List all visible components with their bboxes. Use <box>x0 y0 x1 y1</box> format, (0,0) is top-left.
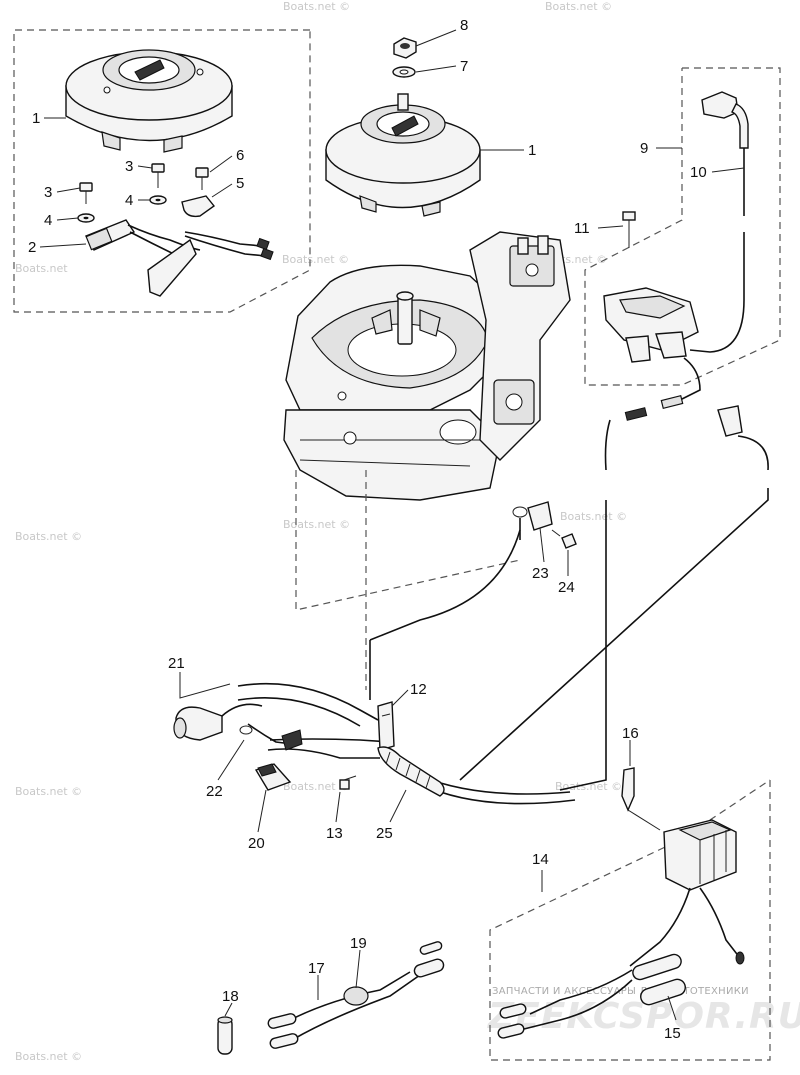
bolt-part-6 <box>195 167 209 190</box>
callout-4: 4 <box>44 212 52 229</box>
wiring-harness <box>237 405 769 805</box>
nut-part-8 <box>393 37 417 59</box>
flywheel-part-1-left <box>65 49 233 153</box>
watermark-brand: Boats.net © <box>283 780 350 793</box>
callout-7: 7 <box>460 58 468 75</box>
callout-3: 3 <box>125 158 133 175</box>
sleeve-part-18 <box>217 1016 233 1055</box>
leader-lines <box>39 29 745 1021</box>
ground-terminal-part-23 <box>512 501 553 540</box>
regulator-part-14 <box>629 819 745 967</box>
callout-8: 8 <box>460 17 468 34</box>
callout-labels: 1 1 2 3 3 4 4 5 6 7 8 9 10 11 12 13 14 1… <box>28 17 707 1042</box>
screw-part-3-right <box>151 163 165 188</box>
callout-1: 1 <box>528 142 536 159</box>
watermark-brand: Boats.net © <box>555 780 622 793</box>
stator-coil-part-2 <box>84 219 274 297</box>
watermark-brand: Boats.net © <box>283 518 350 531</box>
clamp-part-12 <box>377 701 395 751</box>
callout-17: 17 <box>308 960 325 977</box>
watermark-brand: Boats.net © <box>15 1050 82 1063</box>
callout-23: 23 <box>532 565 549 582</box>
callout-20: 20 <box>248 835 265 852</box>
callout-22: 22 <box>206 783 223 800</box>
watermark-brand: Boats.net © <box>283 0 350 13</box>
stop-switch-part-21 <box>173 703 263 741</box>
connector-part-15 <box>497 953 686 1039</box>
callout-13: 13 <box>326 825 343 842</box>
washer-part-4-right <box>149 195 167 205</box>
callout-2: 2 <box>28 239 36 256</box>
callout-10: 10 <box>690 164 707 181</box>
lanyard-clip-part-22 <box>239 723 303 751</box>
callout-19: 19 <box>350 935 367 952</box>
group-box-9 <box>584 67 781 386</box>
callout-14: 14 <box>532 851 549 868</box>
bolt-part-11 <box>622 211 636 248</box>
clamp-part-5 <box>181 195 216 218</box>
watermark-brand: Boats.net © <box>15 530 82 543</box>
engine-block <box>283 231 571 501</box>
callout-18: 18 <box>222 988 239 1005</box>
watermark-brand: Boats.net © <box>560 510 627 523</box>
watermark-brand: Boats.net © <box>282 253 349 266</box>
watermark-brand: Boats.net © <box>15 785 82 798</box>
callout-24: 24 <box>558 579 575 596</box>
callout-25: 25 <box>376 825 393 842</box>
callout-4: 4 <box>125 192 133 209</box>
group-box-1 <box>13 29 311 313</box>
watermark-shop-caption: ЗАПЧАСТИ И АКСЕССУАРЫ ДЛЯ МОТОТЕХНИКИ <box>492 986 749 997</box>
callout-3: 3 <box>44 184 52 201</box>
callout-11: 11 <box>574 220 590 237</box>
watermark-brand: Boats.net © <box>545 0 612 13</box>
watermark-layer: Boats.net © Boats.net © Boats.net Boats.… <box>15 0 800 1063</box>
ignition-coil-part-9 <box>603 232 745 410</box>
grommet-part-19 <box>343 986 369 1006</box>
callout-9: 9 <box>640 140 648 157</box>
bolt-part-24 <box>551 529 577 549</box>
callout-21: 21 <box>168 655 185 672</box>
screw-part-13 <box>339 775 357 790</box>
flywheel-part-1-center <box>325 93 481 217</box>
spark-plug-cap-part-10 <box>701 91 749 216</box>
callout-12: 12 <box>410 681 427 698</box>
terminal-part-20 <box>254 763 292 791</box>
callout-16: 16 <box>622 725 639 742</box>
washer-part-7 <box>392 66 416 78</box>
terminal-part-16 <box>621 767 661 831</box>
callout-1: 1 <box>32 110 40 127</box>
callout-5: 5 <box>236 175 244 192</box>
grommet-part-25 <box>377 746 445 797</box>
washer-part-4-left <box>77 213 95 223</box>
callout-15: 15 <box>664 1025 681 1042</box>
watermark-brand: Boats.net <box>15 262 68 275</box>
callout-6: 6 <box>236 147 244 164</box>
screw-part-3-left <box>79 182 93 204</box>
harness-part-17 <box>267 941 445 1049</box>
